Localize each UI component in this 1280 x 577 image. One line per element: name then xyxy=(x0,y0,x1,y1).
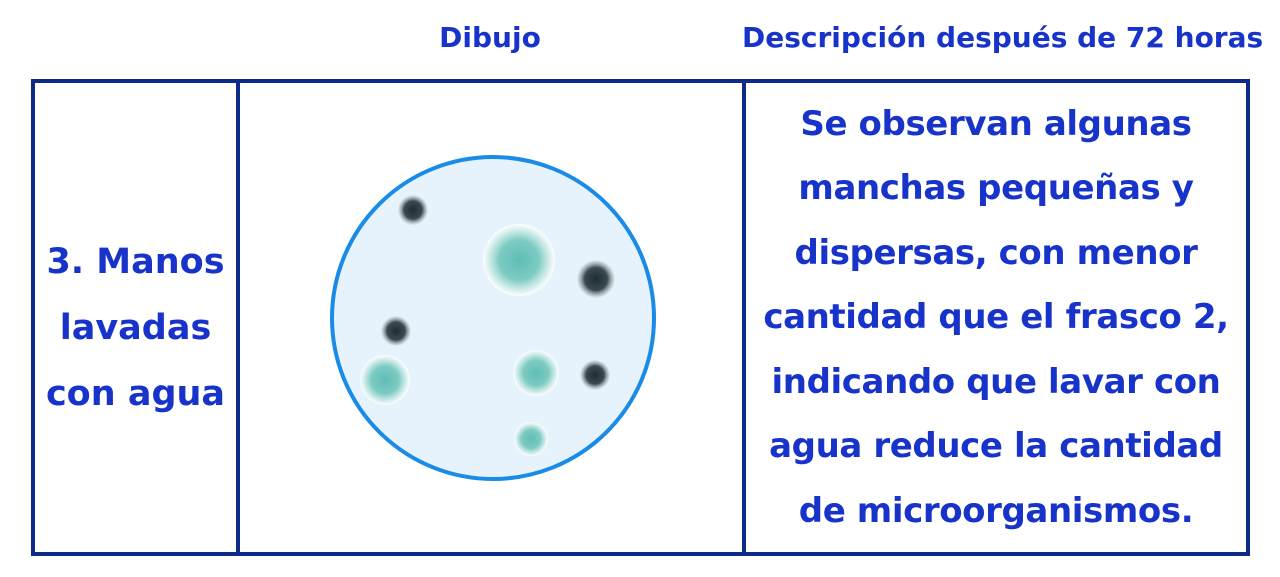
row-label-cell: 3. Manos lavadas con agua xyxy=(35,83,240,552)
description-cell: Se observan algunas manchas pequeñas y d… xyxy=(746,83,1246,552)
colony-dark xyxy=(381,316,411,346)
description-text: Se observan algunas manchas pequeñas y d… xyxy=(763,103,1229,531)
petri-dish xyxy=(330,155,656,481)
colony-teal-medium xyxy=(360,355,410,405)
colony-teal-small xyxy=(514,422,548,456)
colony-dark xyxy=(398,195,428,225)
drawing-cell xyxy=(240,83,746,552)
petri-dish-drawing xyxy=(330,155,656,481)
row-label: 3. Manos lavadas con agua xyxy=(45,241,226,414)
colony-dark xyxy=(577,260,615,298)
colony-teal-medium xyxy=(513,350,559,396)
colony-teal-large xyxy=(483,224,555,296)
column-header-drawing: Dibujo xyxy=(439,21,541,54)
observation-table: 3. Manos lavadas con agua xyxy=(31,79,1250,556)
colony-dark xyxy=(580,360,610,390)
column-header-description: Descripción después de 72 horas xyxy=(742,21,1264,54)
